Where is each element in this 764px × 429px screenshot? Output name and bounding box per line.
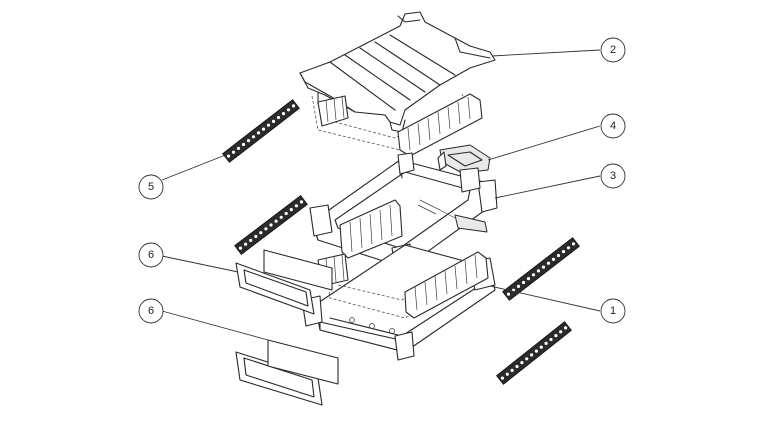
connector-strip-part-5 (222, 99, 300, 163)
callout-circle (138, 174, 164, 200)
terminal-block-row-middle (339, 199, 403, 259)
leader-line-5 (161, 153, 229, 181)
callout-6-upper: 6 (138, 242, 164, 268)
callout-label: 5 (148, 181, 154, 193)
callout-circle (138, 298, 164, 324)
leader-line-6-upper (161, 255, 239, 273)
terminal-block-row-upper (317, 93, 483, 157)
callout-circle (600, 163, 626, 189)
leader-line-2 (491, 49, 601, 57)
callout-2: 2 (600, 37, 626, 63)
callout-label: 6 (148, 305, 154, 317)
dashed-hidden-layout-lower (324, 257, 479, 319)
callout-6-lower: 6 (138, 298, 164, 324)
connector-strips (222, 99, 580, 385)
callout-leader-lines (161, 49, 601, 341)
callout-label: 4 (610, 120, 616, 132)
latch-part (437, 144, 491, 174)
callout-4: 4 (600, 113, 626, 139)
callout-label: 6 (148, 249, 154, 261)
callout-circle (138, 242, 164, 268)
leader-line-1 (489, 285, 601, 312)
callout-1: 1 (600, 298, 626, 324)
callout-5: 5 (138, 174, 164, 200)
leader-line-4 (487, 125, 601, 161)
callout-label: 3 (610, 170, 616, 182)
connector-strip-right-lower (496, 321, 572, 385)
front-bezel-lower (235, 339, 339, 406)
callout-label: 1 (610, 305, 616, 317)
callout-circle (600, 37, 626, 63)
callout-3: 3 (600, 163, 626, 189)
connector-strip-left-middle (234, 195, 308, 255)
leader-line-6-lower (161, 310, 269, 341)
leader-line-3 (494, 175, 601, 199)
front-bezel-upper (235, 249, 333, 315)
connector-strip-right-upper (502, 237, 580, 301)
callout-label: 2 (610, 44, 616, 56)
callout-circle (600, 113, 626, 139)
callout-circle (600, 298, 626, 324)
